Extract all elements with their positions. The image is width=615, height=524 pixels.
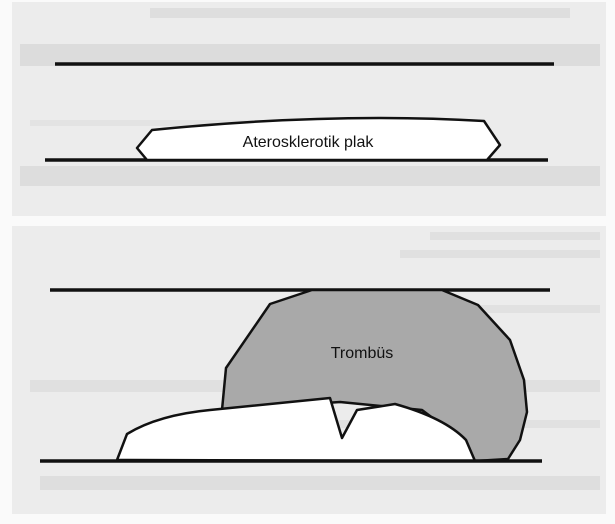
thrombus-label: Trombüs: [331, 345, 394, 362]
plaque-label: Aterosklerotik plak: [243, 134, 375, 151]
